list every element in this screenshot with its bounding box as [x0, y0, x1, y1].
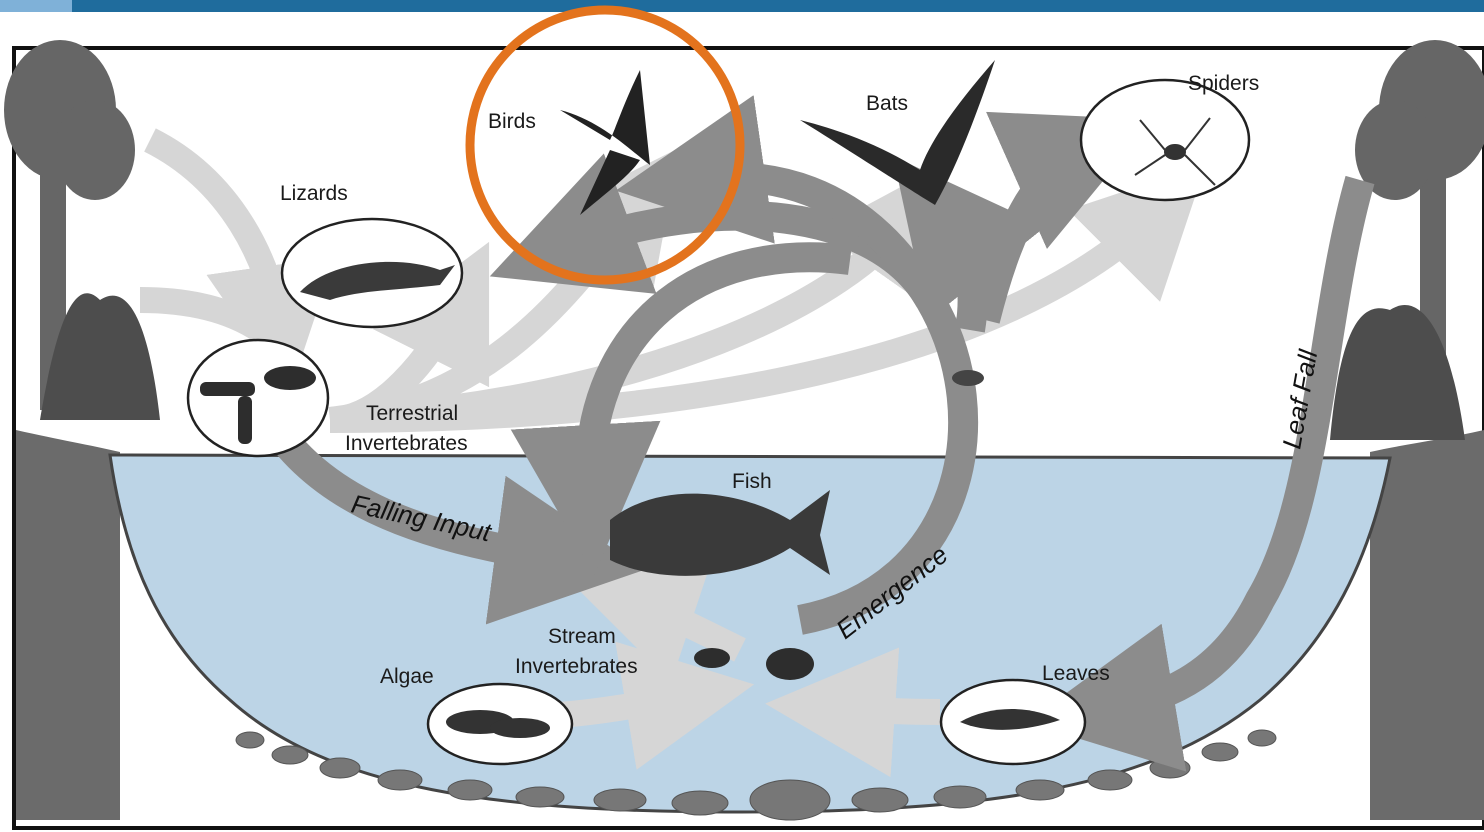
label-stream-invertebrates: Invertebrates [515, 655, 638, 678]
label-bats: Bats [866, 92, 908, 115]
label-lizards: Lizards [280, 182, 348, 205]
label-stream: Stream [548, 625, 616, 648]
label-leaves: Leaves [1042, 662, 1110, 685]
label-terrestrial-invertebrates: Invertebrates [345, 432, 468, 455]
label-terrestrial: Terrestrial [366, 402, 458, 425]
left-bank [16, 430, 120, 820]
label-algae: Algae [380, 665, 434, 688]
right-bank [1370, 430, 1484, 820]
emerging-insect-icon [952, 370, 984, 386]
label-fish: Fish [732, 470, 772, 493]
label-birds: Birds [488, 110, 536, 133]
label-spiders: Spiders [1188, 72, 1259, 95]
